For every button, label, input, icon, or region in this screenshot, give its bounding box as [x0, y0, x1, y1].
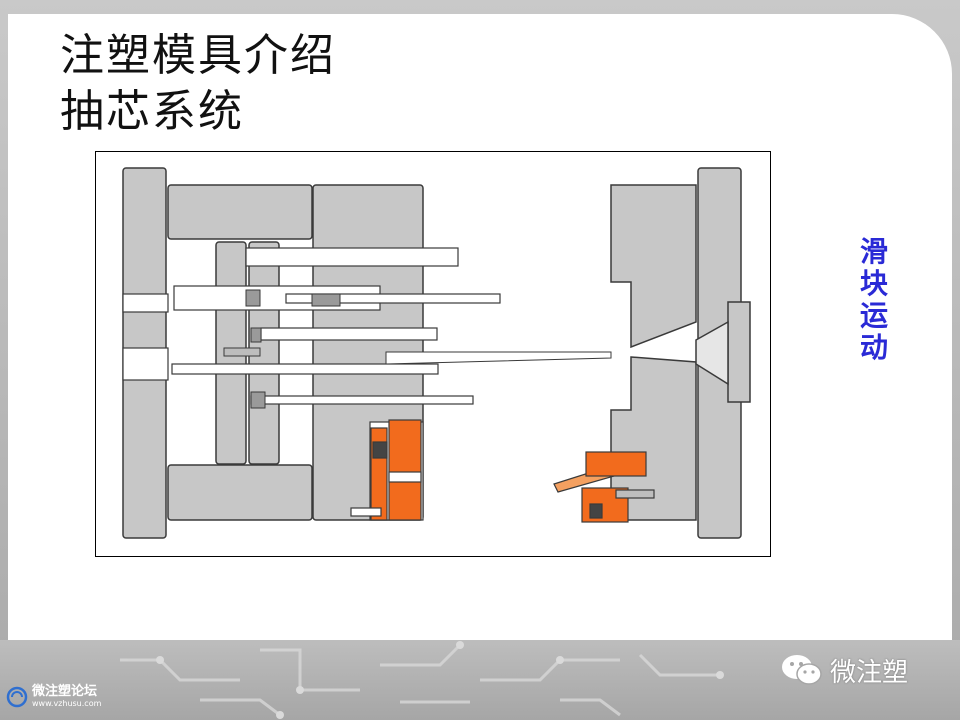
label-char-4: 动: [859, 331, 888, 364]
label-char-1: 滑: [859, 235, 888, 268]
forum-watermark: 微注塑论坛 www.vzhusu.com: [6, 684, 101, 709]
forum-url: www.vzhusu.com: [32, 699, 102, 708]
label-char-3: 运: [859, 299, 888, 332]
title-line-1: 注塑模具介绍: [60, 30, 336, 81]
title-line-2: 抽芯系统: [60, 86, 244, 137]
slider-motion-label: 滑 块 运 动: [852, 236, 896, 364]
wechat-account-name: 微注塑: [830, 657, 909, 688]
mold-diagram: [95, 151, 771, 557]
forum-logo-icon: [6, 686, 28, 707]
mold-illustration: [122, 167, 751, 539]
slide-title: 注塑模具介绍 抽芯系统: [60, 28, 336, 140]
circuit-pattern-decoration: [120, 641, 724, 719]
wechat-watermark: 微注塑: [780, 650, 908, 690]
forum-name: 微注塑论坛: [32, 684, 98, 699]
wechat-icon: [782, 655, 822, 685]
label-char-2: 块: [859, 267, 888, 300]
